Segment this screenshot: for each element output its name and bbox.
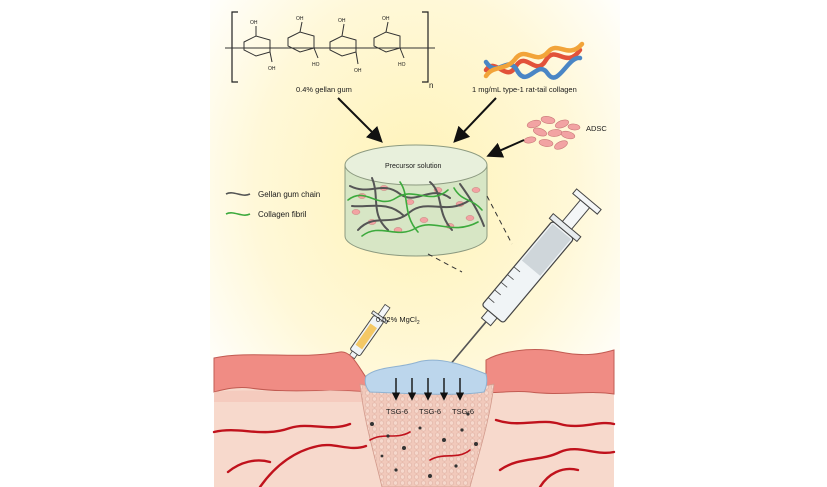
- tsg6-label-3: TSG-6: [452, 407, 474, 416]
- svg-text:OH: OH: [382, 16, 390, 22]
- gellan-gum-label: 0.4% gellan gum: [296, 85, 352, 94]
- skin-tissue: TSG-6 TSG-6 TSG-6: [212, 349, 616, 487]
- zoom-line-left: [427, 253, 463, 273]
- svg-text:OH: OH: [250, 20, 258, 26]
- arrow-gellan: [337, 97, 383, 143]
- tsg6-label-1: TSG-6: [386, 407, 408, 416]
- adsc-label: ADSC: [586, 124, 607, 133]
- precursor-cylinder: Precursor solution: [344, 144, 488, 257]
- large-syringe: [439, 188, 602, 378]
- epidermis-right: [485, 349, 615, 395]
- repeat-unit-n: n: [429, 81, 433, 90]
- collagen-helix: [483, 41, 585, 80]
- svg-text:OH: OH: [296, 16, 304, 22]
- svg-text:OH: OH: [354, 68, 362, 74]
- legend-label-collagen: Collagen fibril: [258, 210, 307, 219]
- epidermis-left: [213, 351, 369, 393]
- wound-cavity: [359, 383, 495, 487]
- arrow-collagen: [453, 97, 497, 143]
- svg-text:OH: OH: [268, 66, 276, 72]
- svg-text:HO: HO: [312, 62, 320, 68]
- arrow-adsc: [486, 139, 525, 158]
- mgcl2-label: 0.02% MgCl2: [376, 315, 420, 326]
- legend-swatch-gellan: [225, 192, 251, 196]
- legend-label-gellan: Gellan gum chain: [258, 190, 320, 199]
- svg-text:HO: HO: [398, 62, 406, 68]
- gellan-chains-in-cylinder: [349, 177, 485, 231]
- adsc-cells: [523, 116, 581, 150]
- vessels: [212, 418, 616, 487]
- gellan-gum-structure: OH OH OH OH OH OH HO HO n: [225, 11, 435, 90]
- release-arrows: [391, 378, 465, 401]
- svg-text:OH: OH: [338, 18, 346, 24]
- tsg6-label-2: TSG-6: [419, 407, 441, 416]
- debris-dots: [370, 412, 478, 478]
- legend-swatch-collagen: [225, 212, 251, 216]
- collagen-fibrils-in-cylinder: [347, 181, 483, 237]
- zoom-line-right: [486, 195, 513, 245]
- dermis-upper: [214, 390, 366, 402]
- legend: Gellan gum chain Collagen fibril: [225, 190, 320, 219]
- precursor-label: Precursor solution: [385, 163, 442, 170]
- collagen-label: 1 mg/mL type-1 rat-tail collagen: [472, 85, 577, 94]
